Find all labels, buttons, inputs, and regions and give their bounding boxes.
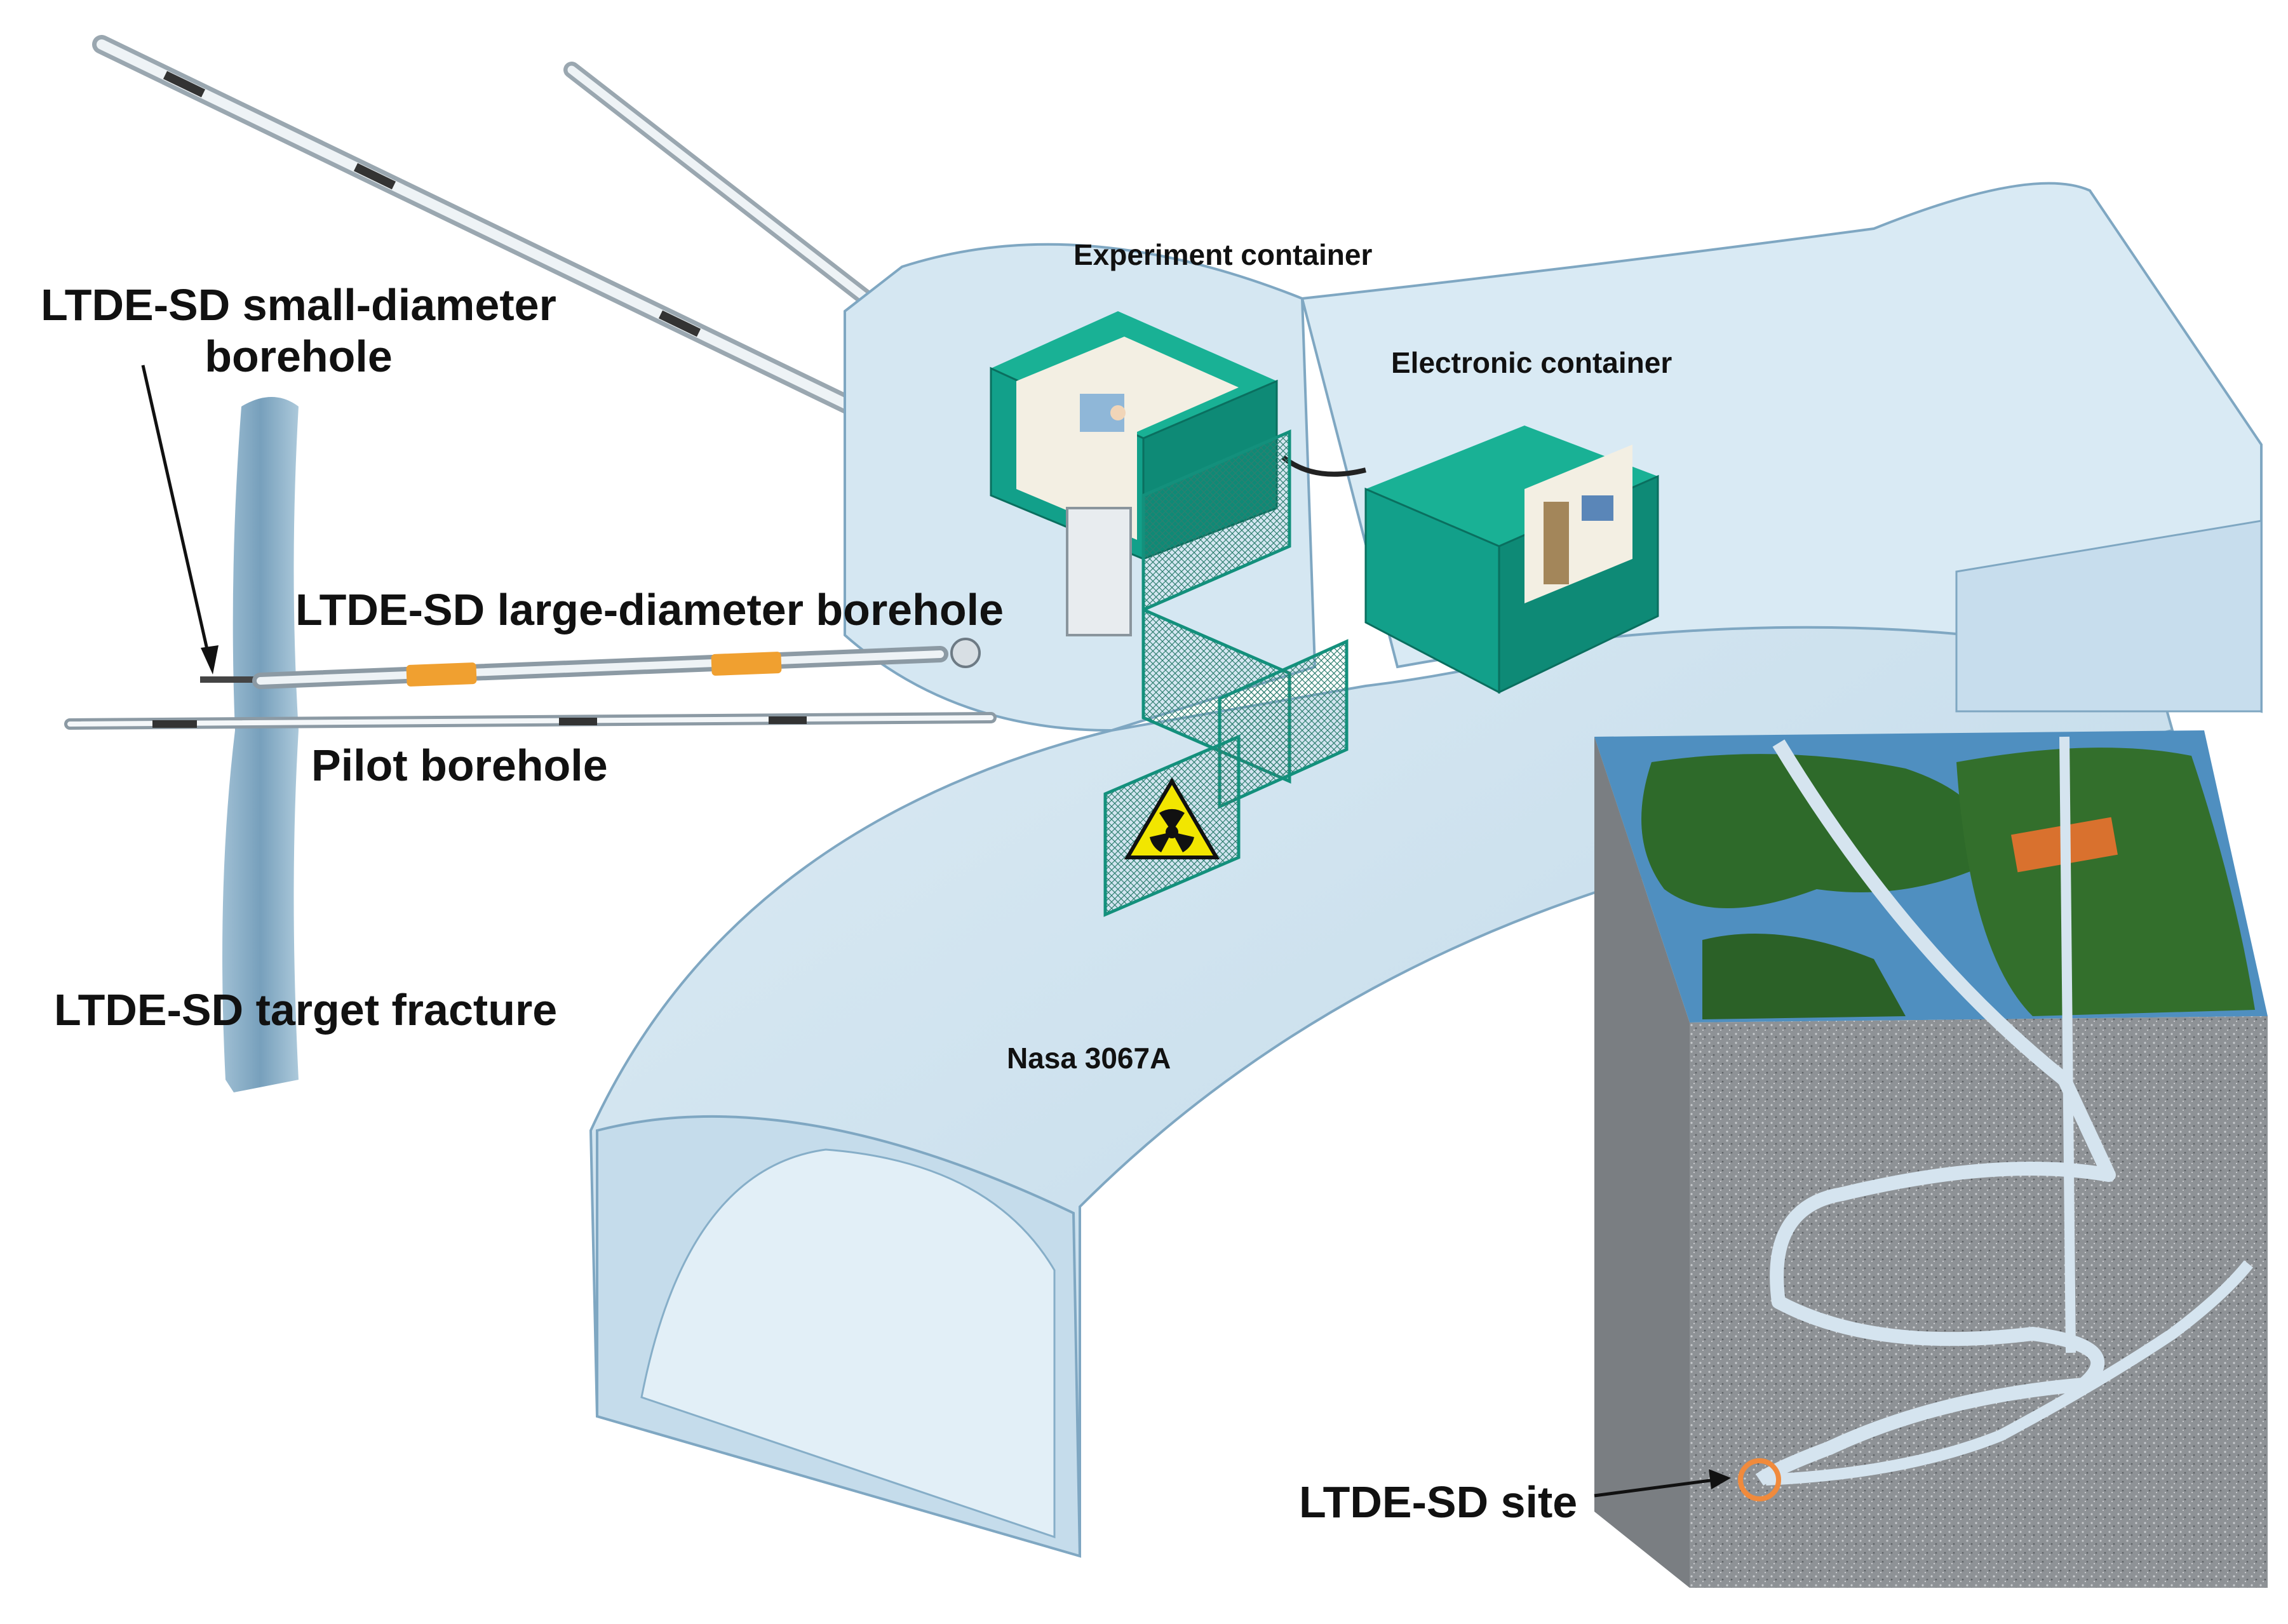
inset-access-tunnel	[1755, 739, 2116, 1486]
pilot-borehole-label: Pilot borehole	[311, 741, 608, 790]
forest-landmass-2	[1956, 748, 2255, 1016]
monitor	[1582, 495, 1613, 521]
site-block-inset	[1594, 730, 2268, 1588]
technician-figure	[1110, 405, 1126, 420]
large-diameter-borehole	[252, 638, 981, 689]
tunnel-name-label: Nasa 3067A	[1007, 1042, 1171, 1075]
small-borehole-label-line2: borehole	[205, 331, 393, 381]
ltde-sd-site-marker	[1738, 1458, 1781, 1501]
site-label: LTDE-SD site	[1299, 1477, 1578, 1527]
forest-landmass-3	[1702, 934, 1906, 1019]
target-fracture-label: LTDE-SD target fracture	[54, 985, 558, 1035]
target-fracture-plane	[222, 397, 299, 1092]
electronic-container-label: Electronic container	[1391, 346, 1672, 379]
inclined-borehole-1	[92, 35, 861, 416]
electrical-cabinet	[1066, 507, 1132, 636]
electronic-container	[1364, 426, 1659, 694]
inset-shaft	[2059, 736, 2076, 1353]
inset-lower-tunnel	[1765, 1260, 2254, 1486]
small-borehole-label-line1: LTDE-SD small-diameter	[41, 280, 556, 330]
tunnel-portal-opening	[640, 1148, 1056, 1539]
radiation-fence	[1103, 429, 1349, 917]
experiment-container-label: Experiment container	[1073, 238, 1373, 271]
site-block-side	[1594, 737, 1690, 1588]
forest-landmass-1	[1641, 754, 1990, 908]
radiation-hazard-sign	[1124, 777, 1220, 859]
small-borehole-arrow	[141, 365, 219, 674]
tunnel-side-branch	[1955, 520, 2263, 713]
borehole-collar	[950, 638, 981, 668]
borehole-packer-1	[406, 662, 477, 687]
large-borehole-label: LTDE-SD large-diameter borehole	[295, 585, 1004, 634]
pilot-borehole	[64, 712, 997, 730]
small-borehole-label: LTDE-SD small-diameter borehole	[25, 279, 572, 382]
operator-figure	[1544, 502, 1569, 584]
site-arrow	[1594, 1469, 1731, 1498]
experiment-container-interior	[1016, 337, 1239, 540]
borehole-packer-2	[711, 652, 782, 676]
